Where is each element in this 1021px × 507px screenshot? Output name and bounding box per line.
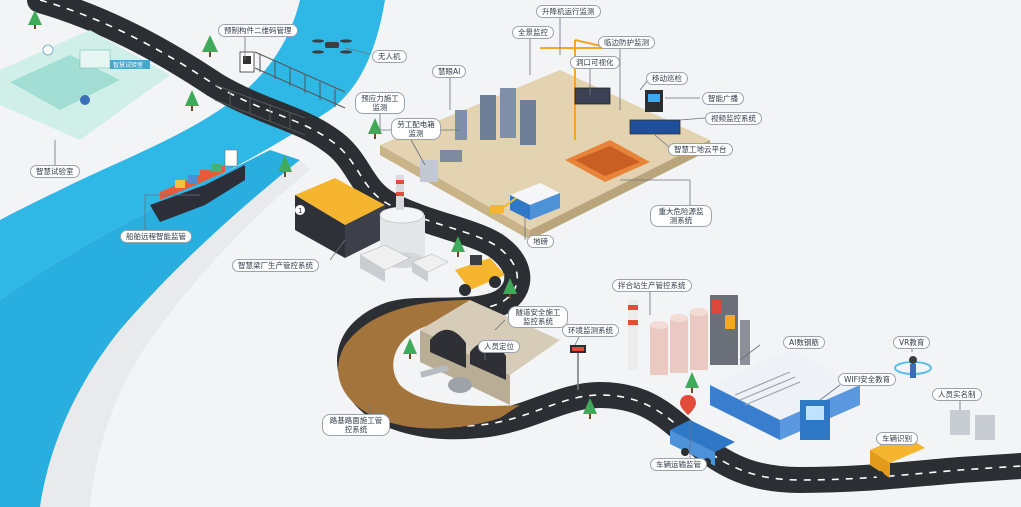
label-ai-rebar: AI数钢筋 xyxy=(783,336,825,349)
label-smart-lab: 智慧试验室 xyxy=(30,165,80,178)
label-hoist-monitor: 升降机运行监测 xyxy=(536,5,601,18)
riverbank xyxy=(40,160,310,507)
broadcast-screen xyxy=(648,94,660,102)
label-beam-factory: 智慧梁厂生产管控系统 xyxy=(232,259,319,272)
site-platform xyxy=(380,70,710,230)
label-real-name: 人员实名制 xyxy=(932,388,982,401)
yard-badge xyxy=(295,205,305,215)
label-precast-qr: 预制构件二维码管理 xyxy=(218,24,298,37)
label-personnel-locate: 人员定位 xyxy=(478,340,520,353)
roadbed-dirt xyxy=(338,300,520,429)
label-worker-box: 劳工配电箱监测 xyxy=(391,118,441,140)
label-video-monitor: 视频监控系统 xyxy=(705,112,762,125)
label-tunnel-safety: 隧道安全施工监控系统 xyxy=(508,306,568,328)
vr-ring xyxy=(894,356,932,378)
label-mobile-inspect: 移动巡检 xyxy=(646,72,688,85)
rock xyxy=(448,377,472,393)
silos xyxy=(650,308,708,375)
label-ship-monitor: 船舶远程智能监管 xyxy=(120,230,192,243)
turnstile xyxy=(950,410,995,440)
label-vr-edu: VR教育 xyxy=(893,336,931,349)
fence xyxy=(254,51,346,109)
lab-clock-icon xyxy=(42,44,54,56)
chimney xyxy=(628,300,638,370)
lab-area xyxy=(10,55,120,110)
label-ground-pump: 地磅 xyxy=(527,235,554,248)
site-shed xyxy=(440,150,462,162)
river xyxy=(0,0,385,300)
location-pin-icon xyxy=(680,395,696,415)
label-smart-ai: 慧眼AI xyxy=(432,65,467,78)
distribution-box xyxy=(420,160,438,182)
label-env-monitor: 环境监测系统 xyxy=(562,324,619,337)
lab-cabinet xyxy=(79,49,111,69)
site-platform-edge-right xyxy=(530,140,710,240)
label-mix-station: 拌合站生产管控系统 xyxy=(612,279,692,292)
cloud-screen xyxy=(629,119,681,135)
fence-lower xyxy=(214,84,306,136)
wheel-loader xyxy=(455,255,505,296)
lab-sign-board xyxy=(110,60,150,69)
plant-tower xyxy=(710,295,750,365)
qr-code-icon xyxy=(243,56,251,64)
cargo-ship xyxy=(150,149,245,222)
wifi-kiosk xyxy=(800,400,830,440)
env-monitor-pole xyxy=(570,345,586,390)
label-panorama: 全景监控 xyxy=(512,26,554,39)
label-smart-broadcast: 智能广播 xyxy=(702,92,744,105)
label-hazard-monitor: 重大危险源监测系统 xyxy=(650,205,712,227)
small-buildings xyxy=(359,244,449,282)
label-prestress: 预应力施工监测 xyxy=(355,92,405,114)
lab-worker xyxy=(80,95,90,105)
beam-factory: 1 xyxy=(295,178,385,258)
label-roadbed: 路基路面施工管控系统 xyxy=(322,414,390,436)
site-buildings xyxy=(455,88,536,145)
drone-icon xyxy=(312,39,352,54)
leader-lines xyxy=(54,15,961,460)
lab-sign-text: 智慧试验室 xyxy=(113,61,143,69)
label-wifi-edu: WIFI安全教育 xyxy=(838,373,897,386)
site-platform-edge xyxy=(380,145,530,240)
river-lower xyxy=(0,150,300,507)
excavator xyxy=(490,197,517,213)
label-drone: 无人机 xyxy=(372,50,407,63)
label-vehicle-transport: 车辆运输监管 xyxy=(650,458,707,471)
label-vehicle-id: 车辆识别 xyxy=(876,432,918,445)
visual-screen xyxy=(574,87,611,105)
foundation-pit xyxy=(565,140,650,182)
site-cabin xyxy=(510,183,560,220)
rail xyxy=(420,364,449,378)
yard-number: 1 xyxy=(298,207,302,215)
label-cloud-platform: 智慧工地云平台 xyxy=(668,143,733,156)
label-hole-visual: 洞口可视化 xyxy=(570,56,620,69)
trees xyxy=(28,10,699,419)
label-edge-protect: 临边防护监测 xyxy=(598,36,655,49)
